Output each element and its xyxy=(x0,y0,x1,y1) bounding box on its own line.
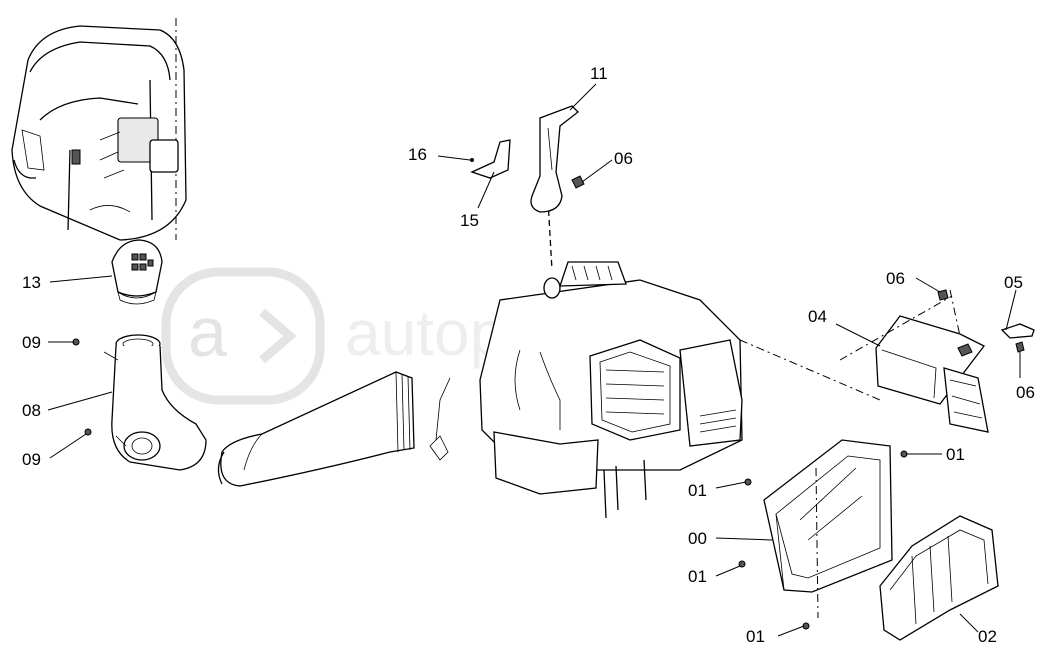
bolt-06-right-a xyxy=(937,289,949,301)
callout-16: 16 xyxy=(408,145,427,164)
part-02-cover xyxy=(879,515,999,641)
callout-15: 15 xyxy=(460,211,479,230)
callout-01-bottom: 01 xyxy=(746,627,765,646)
callout-08: 08 xyxy=(22,401,41,420)
callout-01-middle: 01 xyxy=(688,567,707,586)
bolt-06-top xyxy=(571,175,585,189)
callout-01-right: 01 xyxy=(946,445,965,464)
part-00-frame xyxy=(763,439,893,593)
cab-overview xyxy=(11,18,187,241)
main-duct xyxy=(217,371,415,487)
callout-09-bottom: 09 xyxy=(22,450,41,469)
callout-05: 05 xyxy=(1004,273,1023,292)
callout-labels: 11 16 06 15 13 09 08 09 06 05 04 06 01 0… xyxy=(22,64,1035,646)
part-05-bracket xyxy=(1000,323,1035,339)
part-13-cap xyxy=(111,239,163,305)
callout-13: 13 xyxy=(22,273,41,292)
callout-04: 04 xyxy=(808,307,827,326)
bolt-06-right-b xyxy=(1015,341,1025,353)
callout-00: 00 xyxy=(688,529,707,548)
callout-06-lower: 06 xyxy=(1016,383,1035,402)
screw-01-c xyxy=(738,560,746,568)
screw-09-b xyxy=(84,428,92,436)
svg-text:a: a xyxy=(188,293,227,371)
callout-06-right: 06 xyxy=(886,269,905,288)
leader-lines xyxy=(47,83,1021,637)
part-15-bracket xyxy=(470,139,511,179)
callout-09-top: 09 xyxy=(22,333,41,352)
part-08-elbow-duct xyxy=(103,334,207,471)
callout-02: 02 xyxy=(978,627,997,646)
callout-01-upper: 01 xyxy=(688,481,707,500)
part-04-filter xyxy=(875,315,989,433)
callout-11: 11 xyxy=(590,64,608,83)
callout-06-top: 06 xyxy=(614,149,633,168)
hvac-unit xyxy=(429,199,743,519)
part-11-upper-duct xyxy=(530,105,579,213)
